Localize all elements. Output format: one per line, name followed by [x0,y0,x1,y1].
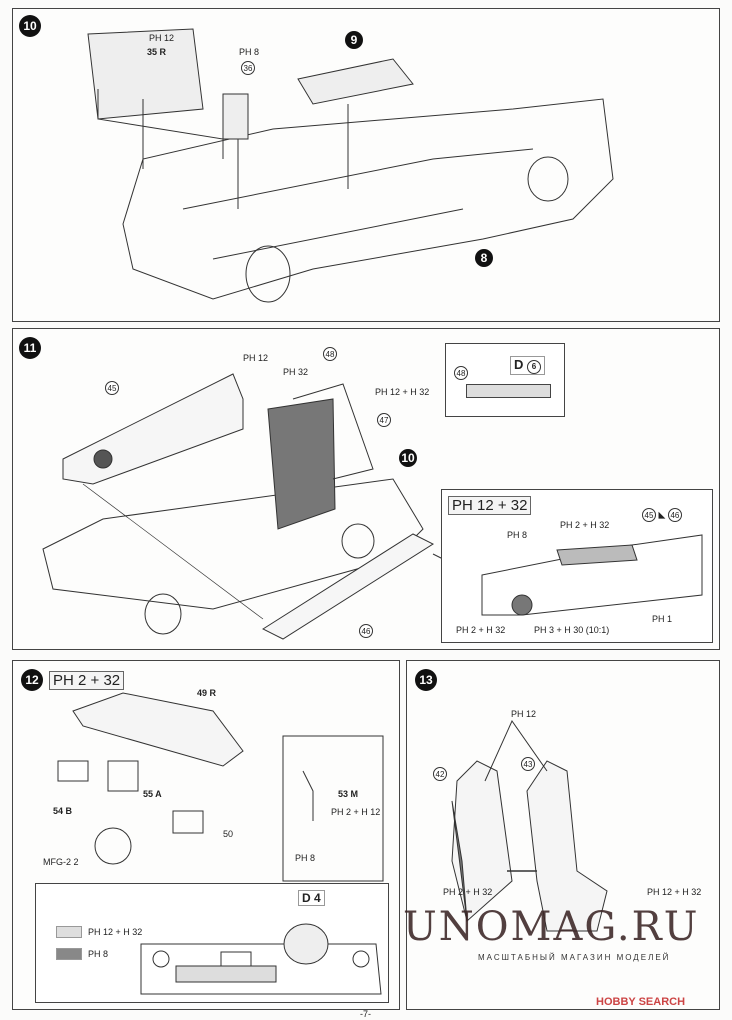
part-43-label: 43 [521,757,535,771]
legend-label: PH 12 + H 32 [88,927,143,937]
inset-part-48: 48 D 6 [445,343,565,417]
step-10-panel: 10 PH 12 35 R PH 8 36 9 8 [12,8,720,322]
chassis-illustration [87,28,614,303]
page-number: -7- [360,1009,371,1019]
decal-letter: D [514,357,524,372]
step-number: 10 [19,15,41,37]
part-36-label: 36 [241,61,255,75]
paint-callout: PH 2 + H 32 [443,887,493,897]
part-45-46-label: 45 ◣ 46 [642,508,682,522]
paint-callout: PH 2 + H 32 [560,520,610,530]
paint-callout: PH 12 + H 32 [375,387,430,397]
step-number: 11 [19,337,41,359]
legend-swatch-light [56,926,82,938]
steering-wheel-label: MFG-2 2 [43,857,79,867]
paint-callout: PH 12 [511,709,537,719]
paint-callout: PH 8 [295,853,316,863]
paint-callout: PH 8 [507,530,528,540]
legend-swatch-dark [56,948,82,960]
paint-callout: PH 2 + H 32 [456,625,506,635]
dashboard-illustration [57,692,384,882]
paint-callout: PH 3 + H 30 (10:1) [534,625,610,635]
source-logo: HOBBY SEARCH [596,996,686,1008]
part-46: 46 [667,508,682,522]
part-9-label: 9 [345,31,363,49]
decal-code: D 4 [298,890,325,906]
step-13-panel: 13 PH 12 42 43 PH 2 + H 32 PH 12 + H 32 [406,660,720,1010]
paint-callout: PH 1 [652,614,673,624]
part-10-label: 10 [399,449,417,467]
part-35-label: 35 R [147,47,167,57]
paint-callout: PH 12 [149,33,175,43]
dashboard-front-view [140,923,382,995]
step-number: 13 [415,669,437,691]
watermark: UNOMAG.RU [403,904,700,950]
seats-illustration [451,719,608,932]
step-11-panel: 11 48 D 6 PH 12 + 32 PH 8 PH 2 + H 32 45… [12,328,720,650]
part-54-label: 54 B [53,806,73,816]
inset-door-panel: PH 12 + 32 PH 8 PH 2 + H 32 45 ◣ 46 PH 2… [441,489,713,643]
legend-label: PH 8 [88,949,109,959]
part-45-label: 45 [105,381,119,395]
part-48-label: 48 [323,347,337,361]
paint-callout: PH 12 + H 32 [647,887,702,897]
decal-number: 6 [527,359,542,374]
part-46-label: 46 [359,624,373,638]
watermark-subtitle: МАСШТАБНЫЙ МАГАЗИН МОДЕЛЕЙ [478,953,671,962]
paint-callout: PH 8 [239,47,260,57]
part-53-label: 53 M [338,789,359,799]
part-50-label: 50 [223,829,234,839]
step-12-panel: 12 PH 2 + 32 49 R 55 A 54 B 50 MFG-2 2 5… [12,660,400,1010]
part-55-label: 55 A [143,789,162,799]
paint-mix-label: PH 12 + 32 [448,496,532,515]
part-45: 45 [642,508,656,522]
step-number: 12 [21,669,43,691]
decal-code: D 6 [510,356,546,375]
part-49-label: 49 R [197,688,217,698]
part-42-label: 42 [433,767,447,781]
part-48-label: 48 [454,366,468,380]
part-47-label: 47 [377,413,391,427]
paint-mix-label: PH 2 + 32 [49,671,125,690]
door-detail [481,534,703,616]
paint-callout: PH 12 [243,353,269,363]
part-8-label: 8 [475,249,493,267]
paint-callout: PH 32 [283,367,309,377]
paint-callout: PH 2 + H 12 [331,807,381,817]
dashboard-color-guide: PH 12 + H 32 PH 8 D 4 [35,883,389,1003]
